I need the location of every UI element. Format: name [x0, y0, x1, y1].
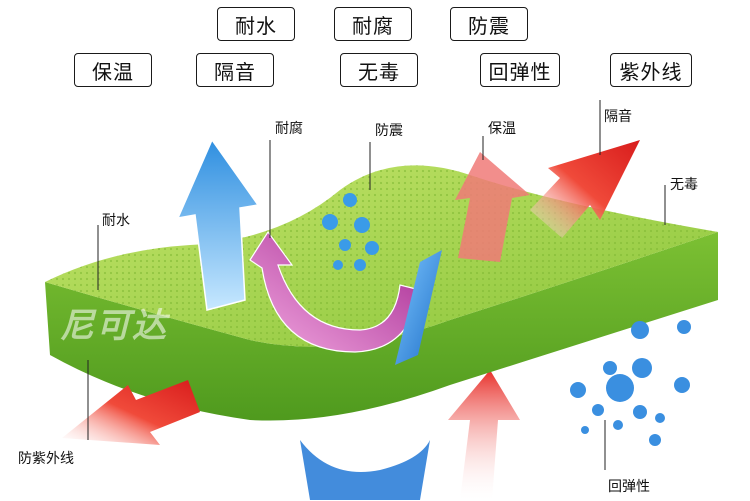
bubbles	[570, 320, 691, 446]
leader-lines	[87, 100, 666, 470]
red-arrow-bottomleft	[62, 380, 200, 445]
blue-slanted-bar	[395, 250, 442, 365]
tag-naifu: 耐腐	[334, 7, 412, 41]
bottom-red-arrow	[448, 370, 520, 500]
tag-geyin: 隔音	[196, 53, 274, 87]
callout-fangziwaixian: 防紫外线	[18, 451, 74, 467]
callout-huitanxing: 回弹性	[608, 479, 650, 495]
callout-naishui: 耐水	[102, 213, 130, 229]
callout-naifu: 耐腐	[275, 121, 303, 137]
blue-up-arrow	[176, 138, 260, 311]
tag-baowen: 保温	[74, 53, 152, 87]
callout-geyin: 隔音	[604, 109, 632, 125]
tag-huitanxing: 回弹性	[480, 53, 560, 87]
callout-baowen: 保温	[488, 121, 516, 137]
bottom-blue-arrow	[300, 440, 430, 500]
callout-wudu: 无毒	[670, 177, 698, 193]
tag-wudu: 无毒	[340, 53, 418, 87]
water-droplets	[322, 193, 379, 271]
tag-ziwaixian: 紫外线	[610, 53, 692, 87]
red-arrow-topright	[530, 140, 640, 238]
tag-fangzhen: 防震	[450, 7, 528, 41]
pink-up-arrow	[455, 152, 530, 262]
callout-fangzhen: 防震	[375, 123, 403, 139]
watermark: 尼可达	[60, 306, 168, 346]
tag-naishui: 耐水	[217, 7, 295, 41]
foam-side	[45, 232, 718, 421]
